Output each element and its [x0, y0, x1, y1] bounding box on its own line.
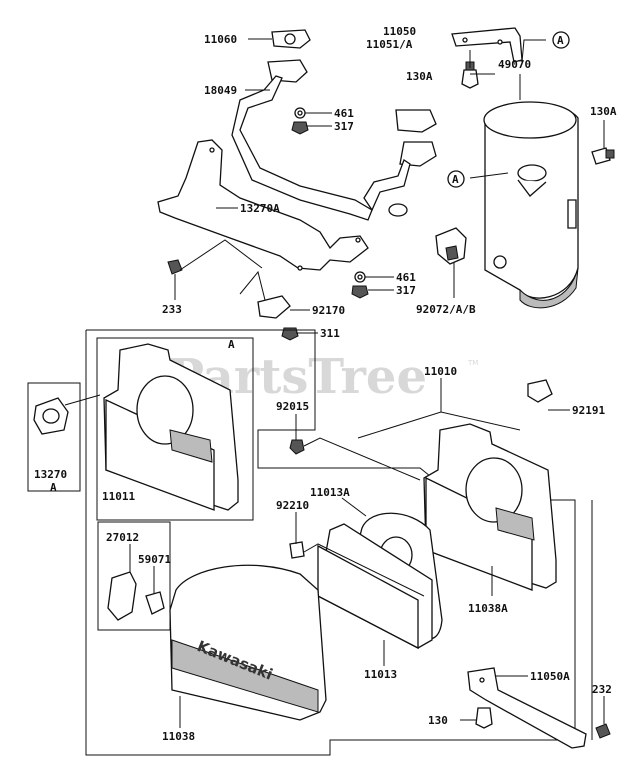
label-317-top: 317: [334, 120, 354, 133]
label-18049: 18049: [204, 84, 237, 97]
leader-lines-upper: [174, 38, 605, 334]
inset-box-a: [96, 337, 254, 521]
clamp-92072[interactable]: [435, 227, 467, 265]
label-461-bottom: 461: [396, 271, 416, 284]
ref-label-a-top: A: [557, 34, 564, 47]
bolt-130[interactable]: [475, 707, 493, 729]
nut-92015[interactable]: [289, 439, 305, 455]
label-11038a: 11038A: [468, 602, 508, 615]
label-311: 311: [320, 327, 340, 340]
inset-box-clips: [97, 521, 171, 631]
label-27012: 27012: [106, 531, 139, 544]
label-11011: 11011: [102, 490, 135, 503]
ref-marker-a-muffler: [447, 170, 465, 188]
label-232: 232: [592, 683, 612, 696]
inset-box-13270: [27, 382, 81, 492]
filter-element-11013[interactable]: [317, 523, 433, 650]
leader-lines-lower: [129, 378, 605, 740]
clip-27012[interactable]: [107, 571, 137, 621]
gasket-11060[interactable]: [271, 29, 311, 49]
label-92210: 92210: [276, 499, 309, 512]
cover-11038[interactable]: Kawasaki: [169, 564, 327, 721]
exhaust-pipe-18049[interactable]: [231, 59, 437, 221]
label-13270: 13270: [34, 468, 67, 481]
label-59071: 59071: [138, 553, 171, 566]
screw-232[interactable]: [595, 723, 611, 739]
label-11013: 11013: [364, 668, 397, 681]
label-130: 130: [428, 714, 448, 727]
bracket-13270a[interactable]: [157, 139, 369, 271]
watermark-trademark: TM: [467, 359, 478, 367]
label-11038: 11038: [162, 730, 195, 743]
hose-clip-92191[interactable]: [527, 379, 553, 403]
label-92015: 92015: [276, 400, 309, 413]
ref-marker-a-top: [552, 31, 570, 49]
nut-317-top[interactable]: [291, 121, 309, 135]
label-11013a: 11013A: [310, 486, 350, 499]
label-11060: 11060: [204, 33, 237, 46]
nut-461-top[interactable]: [294, 107, 306, 119]
ref-label-a-box: A: [228, 338, 235, 351]
muffler-49070[interactable]: [483, 101, 579, 309]
label-92191: 92191: [572, 404, 605, 417]
bolt-130a-right[interactable]: [591, 147, 615, 165]
label-130a-left: 130A: [406, 70, 433, 83]
ref-label-a-muffler: A: [452, 173, 459, 186]
label-92072: 92072/A/B: [416, 303, 476, 316]
part-labels: 11060 11050 11051/A A 130A 49070 130A 18…: [34, 25, 617, 743]
label-11010: 11010: [424, 365, 457, 378]
gasket-13270[interactable]: [33, 397, 69, 435]
bolt-92210[interactable]: [289, 541, 305, 559]
bolt-233[interactable]: [167, 259, 183, 275]
label-11051: 11051/A: [366, 38, 413, 51]
nut-461-bottom[interactable]: [354, 271, 366, 283]
label-13270-a: A: [50, 481, 57, 494]
nut-311[interactable]: [281, 327, 299, 341]
label-11050: 11050: [383, 25, 416, 38]
air-cleaner-base-11038a[interactable]: [423, 423, 557, 591]
nut-317-bottom[interactable]: [351, 285, 369, 299]
label-92170: 92170: [312, 304, 345, 317]
label-317-bottom: 317: [396, 284, 416, 297]
label-233: 233: [162, 303, 182, 316]
bracket-11050[interactable]: [451, 27, 523, 63]
bracket-11050a[interactable]: [467, 667, 587, 749]
label-461-top: 461: [334, 107, 354, 120]
label-130a-right: 130A: [590, 105, 617, 118]
seal-59071[interactable]: [145, 591, 165, 615]
label-49070: 49070: [498, 58, 531, 71]
label-11050a: 11050A: [530, 670, 570, 683]
clamp-92170[interactable]: [257, 295, 291, 319]
air-cleaner-base-11011[interactable]: [103, 343, 239, 511]
label-13270a: 13270A: [240, 202, 280, 215]
